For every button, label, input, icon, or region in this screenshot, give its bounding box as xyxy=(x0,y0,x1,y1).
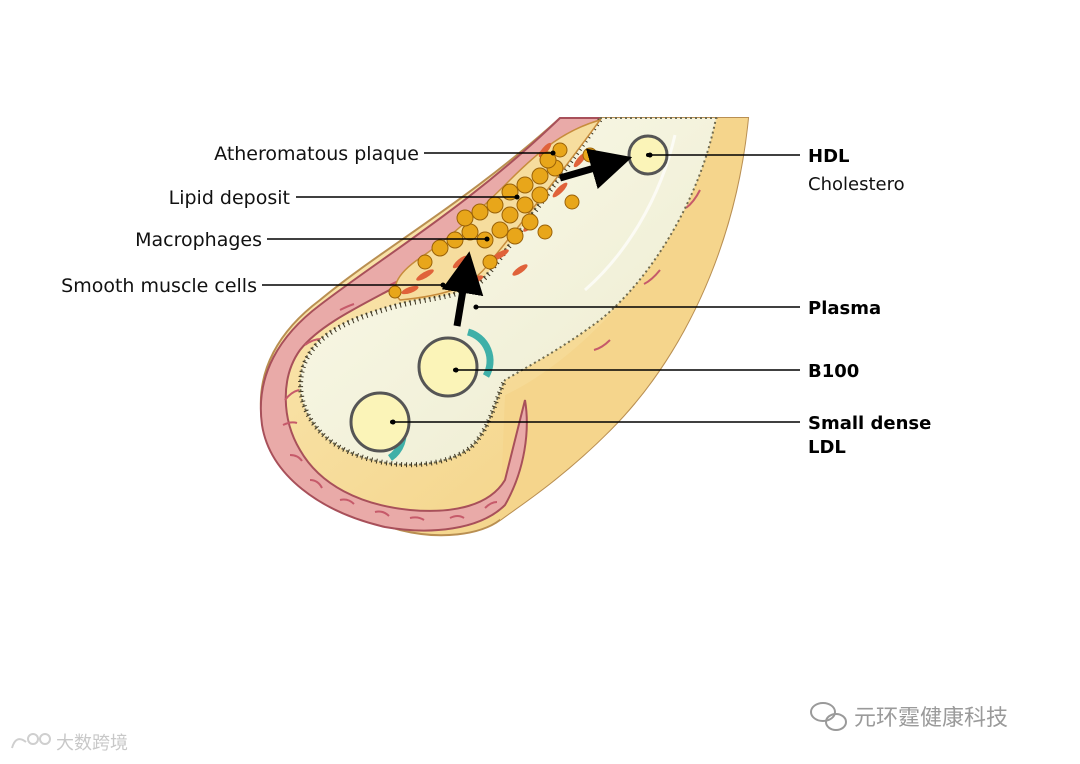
bottom-left-watermark: 大数跨境 xyxy=(11,733,128,754)
vessel-wall xyxy=(259,117,603,532)
label-small-dense: Small dense xyxy=(808,413,931,434)
arrow-ldl-into-plaque xyxy=(441,251,484,327)
label-ldl: LDL xyxy=(808,437,846,458)
label-atheromatous-plaque: Atheromatous plaque xyxy=(214,143,419,165)
lumen-sheen xyxy=(584,134,677,292)
leader-lines xyxy=(262,150,800,425)
label-b100: B100 xyxy=(808,361,859,382)
label-cholesterol: Cholestero xyxy=(808,174,905,195)
wechat-icon xyxy=(810,702,847,731)
arrow-cholesterol-to-hdl xyxy=(559,148,633,189)
bottom-left-watermark-text: 大数跨境 xyxy=(56,733,128,754)
blood-vessel xyxy=(259,117,750,537)
wechat-account-name: 元环霆健康科技 xyxy=(854,706,1008,731)
brand-logo-icon xyxy=(11,733,51,749)
label-plasma: Plasma xyxy=(808,298,881,319)
label-smooth-muscle-cells: Smooth muscle cells xyxy=(61,275,257,297)
b100-particle xyxy=(417,328,494,398)
label-hdl: HDL xyxy=(808,146,849,167)
label-macrophages: Macrophages xyxy=(135,229,262,251)
wechat-watermark: 元环霆健康科技 xyxy=(810,702,1008,731)
label-lipid-deposit: Lipid deposit xyxy=(169,187,290,209)
vessel-lumen xyxy=(299,117,718,466)
vessel-right-shading xyxy=(500,118,748,520)
